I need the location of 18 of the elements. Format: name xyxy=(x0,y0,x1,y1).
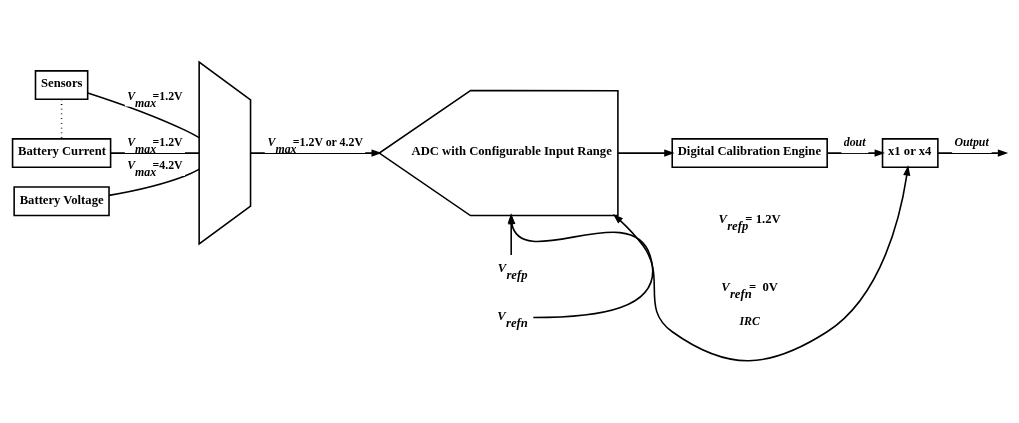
node-box: Battery Current xyxy=(11,138,112,169)
node-box: x1 or x4 xyxy=(881,138,939,169)
edge-label: dout xyxy=(843,135,866,150)
arrow xyxy=(826,149,885,157)
connector xyxy=(87,92,200,139)
edge-label: Output xyxy=(954,135,989,150)
connector xyxy=(109,152,200,154)
node-trapezium xyxy=(198,60,252,246)
connector xyxy=(108,168,200,197)
connector xyxy=(60,98,63,140)
node-box: Battery Voltage xyxy=(13,186,110,217)
edge-label: IRC xyxy=(739,314,760,329)
arrow xyxy=(612,165,911,362)
node-box: Sensors xyxy=(34,70,89,101)
node-box: Digital Calibration Engine xyxy=(671,138,828,169)
arrow xyxy=(249,149,382,157)
arrow xyxy=(617,149,675,157)
arrow xyxy=(937,149,1009,157)
